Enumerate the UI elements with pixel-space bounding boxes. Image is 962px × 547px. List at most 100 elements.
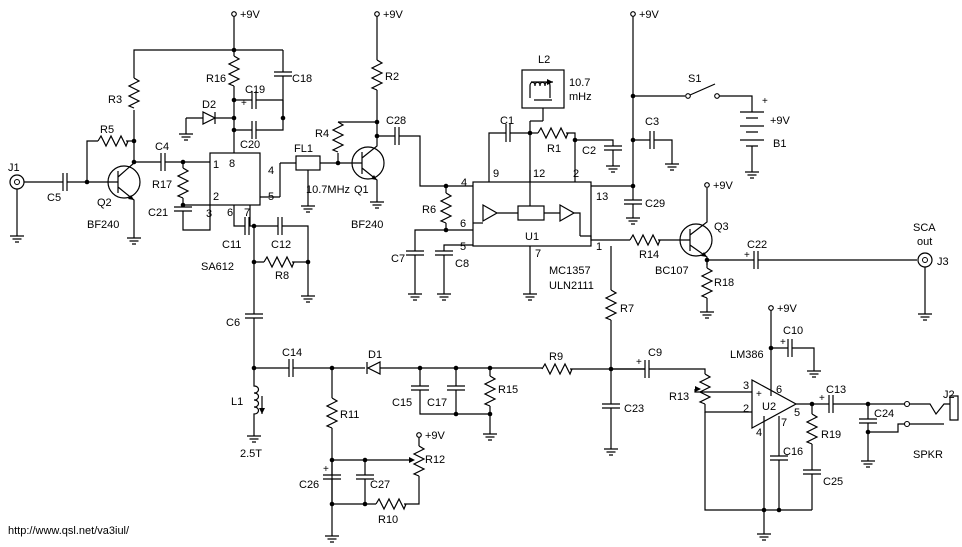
- svg-text:C2: C2: [582, 145, 596, 157]
- svg-text:C5: C5: [47, 192, 61, 204]
- q2-transistor: Q2 BF240: [87, 141, 141, 231]
- supply-terminal-6: +9V: [416, 430, 446, 442]
- svg-text:C25: C25: [823, 476, 843, 488]
- uln2111-label: ULN2111: [549, 280, 594, 292]
- svg-text:C1: C1: [500, 115, 514, 127]
- mc1357-label: MC1357: [549, 265, 591, 277]
- svg-text:R19: R19: [821, 429, 841, 441]
- svg-text:R12: R12: [425, 454, 445, 466]
- svg-text:R14: R14: [639, 249, 659, 261]
- l2-inductor: L2 10.7 mHz: [521, 54, 592, 121]
- s1-switch[interactable]: S1: [633, 73, 753, 112]
- supply-label: +9V: [383, 9, 404, 21]
- lm386-label: LM386: [730, 349, 764, 361]
- svg-text:C21: C21: [148, 207, 168, 219]
- svg-text:FL1: FL1: [294, 143, 313, 155]
- svg-text:C26: C26: [299, 479, 319, 491]
- svg-text:+: +: [780, 337, 786, 348]
- mc1357-ic: 4 5 6 7 9 12 2 13 1 U1: [460, 168, 608, 260]
- c8-capacitor: C8: [435, 244, 473, 288]
- c29-capacitor: C29: [624, 186, 665, 212]
- c13-capacitor: C13 +: [819, 384, 904, 413]
- svg-text:1: 1: [213, 159, 219, 171]
- fl1-filter: FL1 10.7MHz: [280, 143, 350, 200]
- footer-url[interactable]: http://www.qsl.net/va3iul/: [8, 525, 130, 537]
- svg-text:C17: C17: [427, 397, 447, 409]
- c15-capacitor: C15: [392, 368, 490, 415]
- svg-text:R11: R11: [340, 409, 359, 421]
- c28-capacitor: C28: [377, 115, 473, 187]
- c14-capacitor: C14: [254, 347, 365, 377]
- svg-text:C28: C28: [386, 115, 406, 127]
- svg-text:C10: C10: [783, 325, 803, 337]
- r10-resistor: R10: [332, 498, 407, 526]
- svg-text:R16: R16: [206, 73, 226, 85]
- svg-text:C11: C11: [222, 239, 241, 251]
- svg-text:2.5T: 2.5T: [240, 448, 262, 460]
- c3-capacitor: C3: [633, 116, 673, 158]
- svg-text:5: 5: [794, 407, 800, 419]
- c5-capacitor: C5: [47, 172, 112, 204]
- c24-capacitor: C24: [859, 404, 894, 455]
- svg-text:7: 7: [244, 207, 250, 219]
- svg-text:6: 6: [776, 384, 782, 396]
- svg-text:5: 5: [460, 241, 466, 253]
- d1-diode: D1: [366, 349, 490, 375]
- svg-text:R7: R7: [620, 303, 634, 315]
- r9-resistor: R9: [490, 351, 645, 375]
- svg-text:C14: C14: [282, 347, 302, 359]
- svg-text:R18: R18: [714, 277, 734, 289]
- r12-potentiometer: R12: [332, 437, 445, 505]
- svg-text:R4: R4: [315, 128, 329, 140]
- svg-text:C15: C15: [392, 397, 412, 409]
- sa612-ic: 1 2 3 4 5 6 7 8: [206, 152, 274, 220]
- svg-text:3: 3: [743, 380, 749, 392]
- c17-capacitor: C17: [427, 368, 465, 414]
- l1-inductor: L1 2.5T: [231, 368, 265, 460]
- supply-terminal-3: +9V: [630, 9, 660, 21]
- b1-battery: + +9V B1: [740, 96, 791, 166]
- j2-connector: J2 SPKR: [903, 389, 959, 461]
- svg-text:C4: C4: [155, 141, 169, 153]
- svg-text:12: 12: [533, 168, 545, 180]
- svg-text:J1: J1: [8, 162, 20, 174]
- svg-text:R17: R17: [152, 179, 172, 191]
- svg-text:L2: L2: [538, 54, 550, 66]
- svg-text:R3: R3: [108, 94, 122, 106]
- svg-text:Q2: Q2: [97, 197, 112, 209]
- r5-resistor: R5: [86, 124, 134, 182]
- svg-text:R13: R13: [669, 391, 689, 403]
- r16-resistor: R16: [206, 50, 240, 130]
- svg-text:6: 6: [460, 218, 466, 230]
- svg-text:out: out: [917, 236, 932, 248]
- svg-text:+: +: [756, 389, 762, 400]
- svg-text:+: +: [636, 357, 642, 368]
- c19-capacitor: C19 +: [234, 84, 283, 109]
- svg-text:+: +: [744, 250, 750, 261]
- svg-text:mHz: mHz: [569, 91, 592, 103]
- supply-label: +9V: [425, 430, 446, 442]
- supply-label: +9V: [777, 303, 798, 315]
- svg-text:R1: R1: [547, 143, 561, 155]
- j1-connector: J1: [8, 162, 55, 243]
- svg-text:D2: D2: [202, 99, 216, 111]
- c27-capacitor: C27: [356, 460, 390, 504]
- c20-capacitor: C20: [234, 100, 284, 151]
- supply-label: +9V: [713, 180, 734, 192]
- svg-text:R15: R15: [498, 384, 518, 396]
- svg-text:7: 7: [535, 248, 541, 260]
- svg-text:C8: C8: [455, 258, 469, 270]
- c11-capacitor: C11: [222, 217, 250, 251]
- q1-transistor: Q1 BF240: [338, 136, 385, 231]
- svg-text:+: +: [819, 393, 825, 404]
- c21-capacitor: C21: [148, 205, 211, 231]
- svg-text:D1: D1: [368, 349, 382, 361]
- svg-text:BF240: BF240: [351, 219, 383, 231]
- svg-text:B1: B1: [773, 138, 786, 150]
- svg-text:C29: C29: [645, 198, 665, 210]
- r19-resistor: R19: [796, 403, 841, 470]
- c22-capacitor: C22 +: [707, 239, 917, 269]
- svg-text:+: +: [241, 98, 247, 109]
- r2-resistor: R2: [371, 16, 399, 136]
- svg-text:BC107: BC107: [655, 265, 689, 277]
